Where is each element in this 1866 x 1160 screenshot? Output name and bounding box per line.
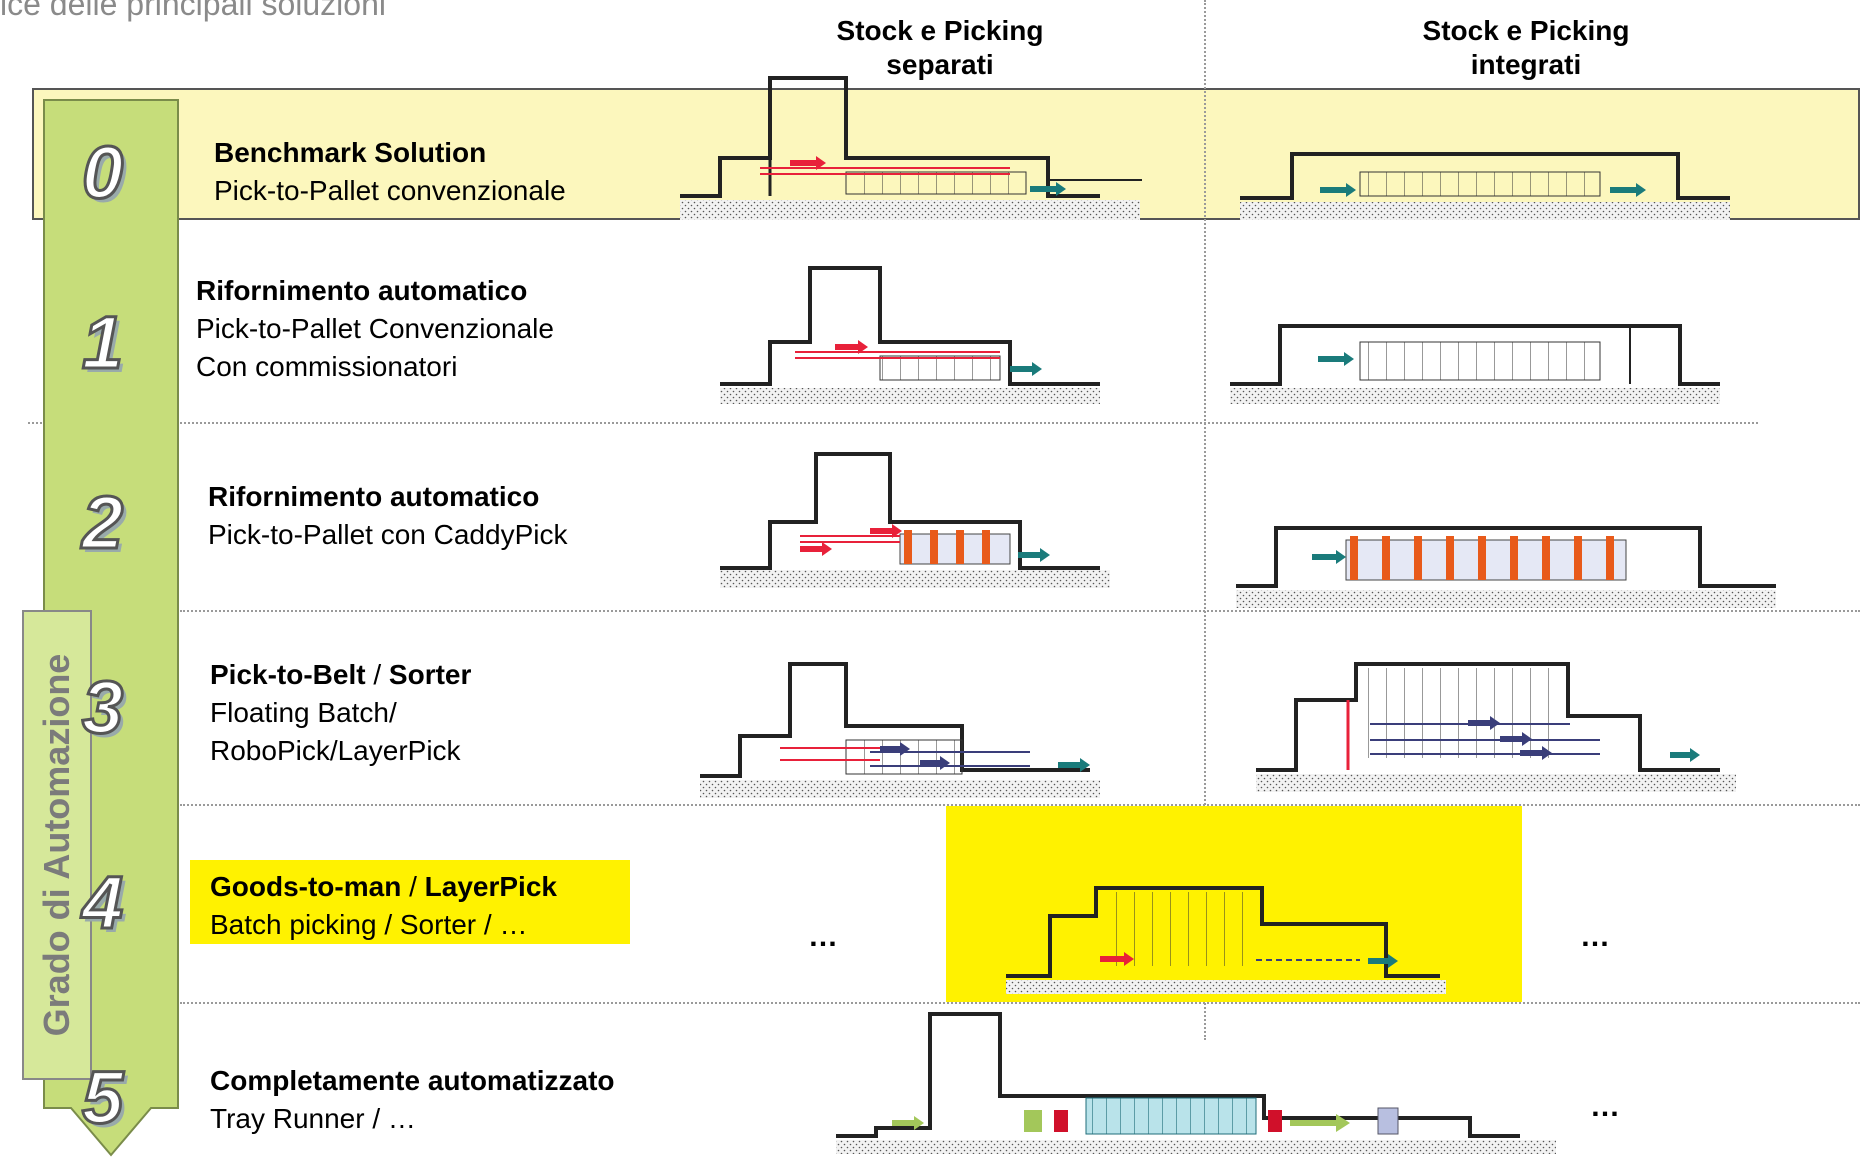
row-subtitle: Batch picking / Sorter / … — [210, 909, 528, 940]
row-label-2: Rifornimento automatico Pick-to-Pallet c… — [208, 478, 567, 554]
row-title: Goods-to-man — [210, 871, 402, 902]
ellipsis: … — [1590, 1090, 1620, 1123]
automation-axis-label: Grado di Automazione — [22, 610, 92, 1080]
row-label-5: Completamente automatizzato Tray Runner … — [210, 1062, 615, 1138]
row-subtitle: Floating Batch/ — [210, 697, 397, 728]
row-label-0: Benchmark Solution Pick-to-Pallet conven… — [214, 134, 566, 210]
row-separator — [180, 1002, 1860, 1004]
row-subtitle: Pick-to-Pallet convenzionale — [214, 175, 566, 206]
column-header-integrati: Stock e Picking integrati — [1376, 14, 1676, 82]
row-title: LayerPick — [424, 871, 557, 902]
highlight-label — [190, 860, 630, 944]
row-subtitle: Con commissionatori — [196, 351, 458, 382]
row-separator — [180, 610, 1860, 612]
column-header-line: Stock e Picking — [1422, 15, 1630, 46]
level-number: 2 — [80, 480, 124, 566]
schematic-r5 — [836, 1012, 1556, 1154]
row-separator — [180, 804, 1860, 806]
schematic-r0-integrati — [1240, 152, 1730, 220]
row-title: Rifornimento automatico — [208, 481, 540, 512]
row-title: Rifornimento automatico — [196, 275, 528, 306]
row-subtitle: Pick-to-Pallet Convenzionale — [196, 313, 554, 344]
row-subtitle: RoboPick/LayerPick — [210, 735, 461, 766]
row-title: Sorter — [388, 659, 472, 690]
row-label-3: Pick-to-Belt / Sorter Floating Batch/ Ro… — [210, 656, 471, 770]
row-title-sep: / — [365, 659, 389, 690]
level-number: 4 — [80, 860, 124, 946]
schematic-r3-integrati — [1256, 662, 1736, 792]
ellipsis: … — [808, 920, 838, 953]
column-separator — [1204, 0, 1206, 1040]
ellipsis: … — [1580, 920, 1610, 953]
schematic-r3-separati — [700, 662, 1100, 798]
row-separator — [28, 422, 1758, 424]
schematic-r1-integrati — [1230, 324, 1720, 404]
level-number: 1 — [80, 300, 124, 386]
row-subtitle: Tray Runner / … — [210, 1103, 416, 1134]
row-subtitle: Pick-to-Pallet con CaddyPick — [208, 519, 568, 550]
row-title-sep: / — [401, 871, 425, 902]
schematic-r4 — [1006, 886, 1446, 994]
level-number: 3 — [80, 665, 124, 751]
schematic-r2-integrati — [1236, 526, 1776, 608]
column-header-separati: Stock e Picking separati — [790, 14, 1090, 82]
column-header-line: separati — [886, 49, 994, 80]
column-header-line: integrati — [1470, 49, 1582, 80]
row-label-1: Rifornimento automatico Pick-to-Pallet C… — [196, 272, 554, 386]
row-title: Benchmark Solution — [214, 137, 487, 168]
schematic-r1-separati — [720, 266, 1100, 404]
row-title: Completamente automatizzato — [210, 1065, 615, 1096]
page-title: ice delle principali soluzioni — [0, 0, 386, 22]
row-label-4: Goods-to-man / LayerPick Batch picking /… — [210, 868, 557, 944]
column-header-line: Stock e Picking — [836, 15, 1044, 46]
level-number: 5 — [80, 1055, 124, 1141]
schematic-r2-separati — [720, 452, 1110, 588]
level-number: 0 — [80, 130, 124, 216]
row-title: Pick-to-Belt — [210, 659, 366, 690]
schematic-r0-separati — [680, 76, 1142, 220]
